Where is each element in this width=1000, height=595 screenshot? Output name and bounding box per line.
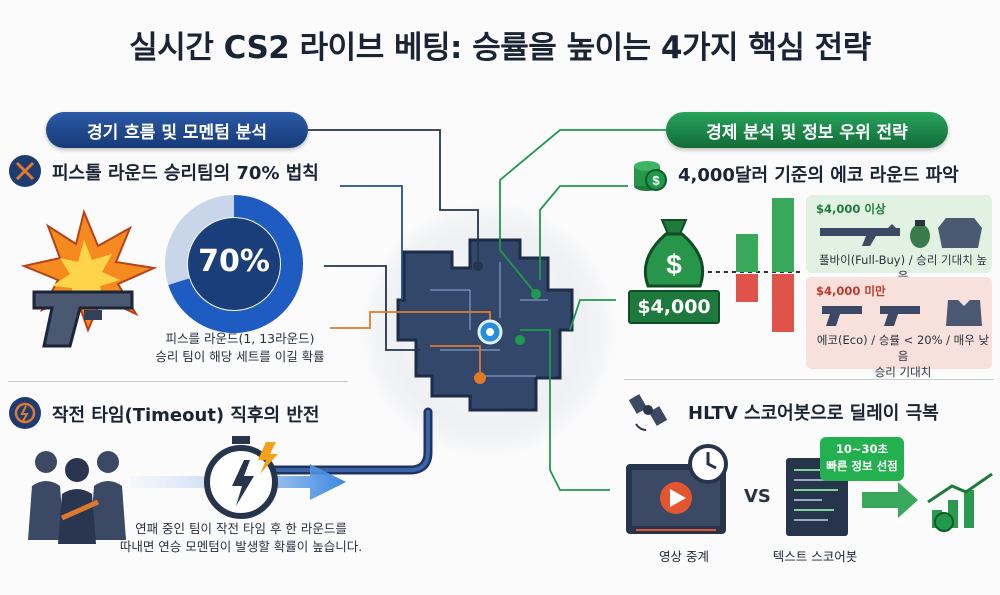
- video-stream-icon: [626, 444, 728, 534]
- pistol-caption-line2: 승리 팀이 해당 세트를 이길 확률: [155, 349, 325, 364]
- pistol-explosion-icon: [20, 208, 158, 348]
- pistol-percent: 70%: [198, 244, 270, 279]
- profit-growth-icon: [862, 472, 993, 532]
- eco-caption-line1: 에코(Eco) / 승률 < 20% / 매우 낮음: [816, 333, 990, 363]
- full-buy-caption: 풀바이(Full-Buy) / 승리 기대치 높음: [818, 253, 988, 283]
- satellite-icon: [628, 394, 668, 431]
- pistol-caption-line1: 피스를 라운드(1, 13라운드): [165, 331, 315, 346]
- pistol-heading: 피스톨 라운드 승리팀의 70% 법칙: [52, 163, 319, 184]
- eco-caption-line2: 승리 기대치: [874, 365, 932, 379]
- svg-text:$: $: [652, 173, 660, 188]
- right-divider: [624, 379, 994, 380]
- vs-label: VS: [744, 486, 771, 507]
- hltv-heading: HLTV 스코어봇으로 딜레이 극복: [688, 403, 939, 424]
- money-bag-icon: $: [643, 219, 705, 288]
- speed-advantage-bubble: 10~30초 빠른 정보 선점: [820, 437, 904, 481]
- pistol-win-rate-donut: [165, 195, 303, 333]
- team-soldiers-icon: [28, 451, 126, 544]
- page-title: 실시간 CS2 라이브 베팅: 승률을 높이는 4가지 핵심 전략: [129, 30, 871, 66]
- svg-text:$: $: [666, 249, 682, 280]
- coin-stack-icon: $: [634, 161, 667, 191]
- eco-heading: 4,000달러 기준의 에코 라운드 파악: [678, 165, 959, 186]
- video-label: 영상 중계: [659, 549, 709, 564]
- pistol-round-icon: [9, 155, 41, 187]
- money-threshold-label: $4,000: [628, 290, 720, 324]
- timeout-caption-line2: 따내면 연승 모멘텀이 발생할 확률이 높습니다.: [119, 539, 363, 554]
- full-buy-title: $4,000 이상: [816, 202, 886, 216]
- eco-title: $4,000 미만: [816, 284, 886, 298]
- bubble-line1: 10~30초: [835, 442, 889, 456]
- timeout-icon: [9, 397, 41, 429]
- timeout-heading: 작전 타임(Timeout) 직후의 반전: [52, 405, 320, 426]
- bubble-line2: 빠른 정보 선점: [826, 459, 898, 473]
- section-label-economy: 경제 분석 및 정보 우위 전략: [666, 112, 948, 148]
- pistols-vest-icon: [822, 300, 982, 326]
- stopwatch-icon: [204, 436, 278, 519]
- rifle-grenade-armor-icon: [820, 218, 982, 248]
- section-label-momentum: 경기 흐름 및 모멘텀 분석: [46, 112, 308, 148]
- scorebot-label: 텍스트 스코어봇: [772, 549, 858, 564]
- timeout-caption-line1: 연패 중인 팀이 작전 타임 후 한 라운드를: [135, 521, 347, 536]
- left-divider: [8, 381, 348, 382]
- economy-bar-graphic: [708, 198, 804, 332]
